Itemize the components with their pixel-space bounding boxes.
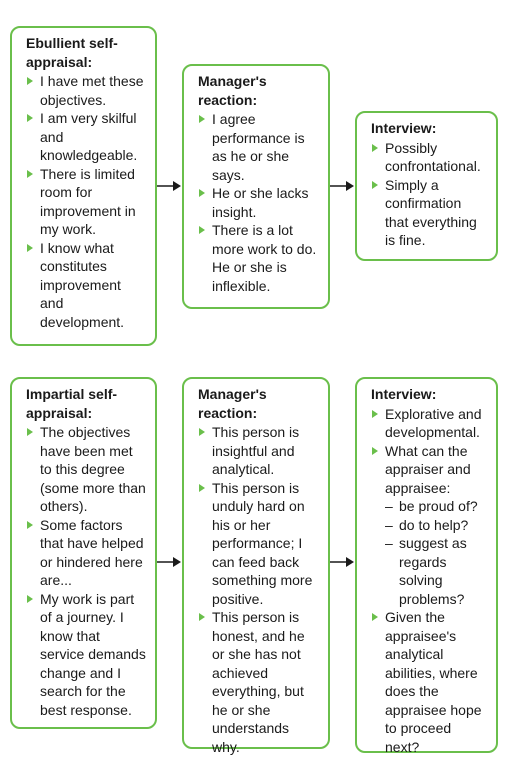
list-item-text: Given the appraisee's analytical abiliti… (385, 609, 482, 755)
triangle-bullet-icon (199, 428, 205, 436)
triangle-bullet-icon (199, 115, 205, 123)
arrow-right-icon (330, 557, 354, 567)
impartial-self-appraisal-box: Impartial self-appraisal: The objectives… (10, 377, 157, 729)
triangle-bullet-icon (27, 428, 33, 436)
dash-bullet-icon: – (385, 535, 393, 551)
list-item-text: This person is unduly hard on his or her… (212, 479, 313, 607)
list-item: He or she lacks insight. (198, 184, 320, 221)
triangle-bullet-icon (372, 613, 378, 621)
dash-bullet-icon: – (385, 516, 393, 533)
arrow-right-icon (157, 181, 181, 191)
triangle-bullet-icon (27, 169, 33, 178)
manager-reaction-box: Manager's reaction: I agree performance … (182, 64, 330, 309)
box-title: Interview: (371, 120, 437, 136)
list-item: I know what constitutes improvement and … (26, 239, 147, 332)
list-item-text: Some factors that have helped or hindere… (40, 516, 144, 589)
triangle-bullet-icon (27, 114, 33, 122)
interview-box: Interview: Explorative and developmental… (355, 377, 498, 755)
triangle-bullet-icon (372, 180, 378, 189)
list-item: Some factors that have helped or hindere… (26, 516, 147, 590)
sub-list-item-text: suggest as regards solving problems? (399, 535, 467, 607)
list-item: I agree performance is as he or she says… (198, 110, 320, 184)
list-item-text: He or she lacks insight. (212, 185, 309, 220)
list-item: This person is honest, and he or she has… (198, 608, 320, 756)
list-item: My work is part of a journey. I know tha… (26, 590, 147, 720)
list-item: Possibly confrontational. (371, 139, 488, 176)
bullet-list: Possibly confrontational. Simply a confi… (371, 139, 488, 250)
list-item-text: There is limited room for improvement in… (40, 165, 136, 238)
triangle-bullet-icon (372, 446, 378, 455)
box-title: Manager's reaction: (198, 386, 267, 421)
list-item-text: What can the appraiser and appraisee: (385, 442, 471, 496)
triangle-bullet-icon (372, 143, 378, 152)
triangle-bullet-icon (372, 409, 378, 418)
manager-reaction-box: Manager's reaction: This person is insig… (182, 377, 330, 755)
list-item: Simply a confirmation that everything is… (371, 176, 488, 250)
sub-list-item-text: do to help? (399, 516, 469, 533)
list-item: This person is unduly hard on his or her… (198, 479, 320, 609)
dash-bullet-icon: – (385, 498, 393, 514)
box-title: Impartial self-appraisal: (26, 386, 118, 421)
triangle-bullet-icon (27, 594, 33, 603)
list-item-text: I know what constitutes improvement and … (40, 239, 125, 330)
triangle-bullet-icon (27, 520, 33, 529)
triangle-bullet-icon (199, 483, 205, 492)
list-item-text: There is a lot more work to do. He or sh… (212, 222, 317, 294)
list-item: What can the appraiser and appraisee: –b… (371, 442, 488, 609)
list-item-text: Explorative and developmental. (385, 405, 482, 441)
bullet-list: I have met these objectives. I am very s… (26, 72, 147, 331)
interview-box: Interview: Possibly confrontational. Sim… (355, 111, 498, 261)
list-item-text: Possibly confrontational. (385, 139, 481, 175)
list-item: There is limited room for improvement in… (26, 165, 147, 239)
bullet-list: Explorative and developmental. What can … (371, 405, 488, 757)
list-item: The objectives have been met to this deg… (26, 423, 147, 516)
list-item-text: The objectives have been met to this deg… (40, 424, 146, 514)
sub-list-item: –do to help? (385, 516, 488, 535)
sub-list: –be proud of? –do to help? –suggest as r… (385, 497, 488, 608)
sub-list-item: –suggest as regards solving problems? (385, 534, 488, 608)
triangle-bullet-icon (27, 243, 33, 252)
list-item: I have met these objectives. (26, 72, 147, 109)
list-item-text: My work is part of a journey. I know tha… (40, 590, 146, 718)
list-item-text: This person is insightful and analytical… (212, 424, 300, 477)
ebullient-self-appraisal-box: Ebullient self-appraisal: I have met the… (10, 26, 157, 346)
list-item-text: I am very skilful and knowledgeable. (40, 110, 138, 163)
list-item: There is a lot more work to do. He or sh… (198, 221, 320, 295)
bullet-list: The objectives have been met to this deg… (26, 423, 147, 719)
list-item-text: I agree performance is as he or she says… (212, 111, 305, 183)
arrow-right-icon (330, 181, 354, 191)
box-title: Ebullient self-appraisal: (26, 35, 118, 70)
box-title: Interview: (371, 386, 437, 402)
sub-list-item-text: be proud of? (399, 498, 478, 514)
list-item-text: Simply a confirmation that everything is… (385, 176, 477, 249)
sub-list-item: –be proud of? (385, 497, 488, 516)
list-item-text: This person is honest, and he or she has… (212, 609, 305, 755)
triangle-bullet-icon (199, 226, 205, 234)
list-item: Explorative and developmental. (371, 405, 488, 442)
arrow-right-icon (157, 557, 181, 567)
bullet-list: I agree performance is as he or she says… (198, 110, 320, 295)
triangle-bullet-icon (199, 189, 205, 197)
list-item: Given the appraisee's analytical abiliti… (371, 608, 488, 756)
list-item: This person is insightful and analytical… (198, 423, 320, 479)
list-item: I am very skilful and knowledgeable. (26, 109, 147, 165)
triangle-bullet-icon (27, 77, 33, 85)
list-item-text: I have met these objectives. (40, 73, 144, 108)
box-title: Manager's reaction: (198, 73, 267, 108)
triangle-bullet-icon (199, 613, 205, 621)
bullet-list: This person is insightful and analytical… (198, 423, 320, 756)
